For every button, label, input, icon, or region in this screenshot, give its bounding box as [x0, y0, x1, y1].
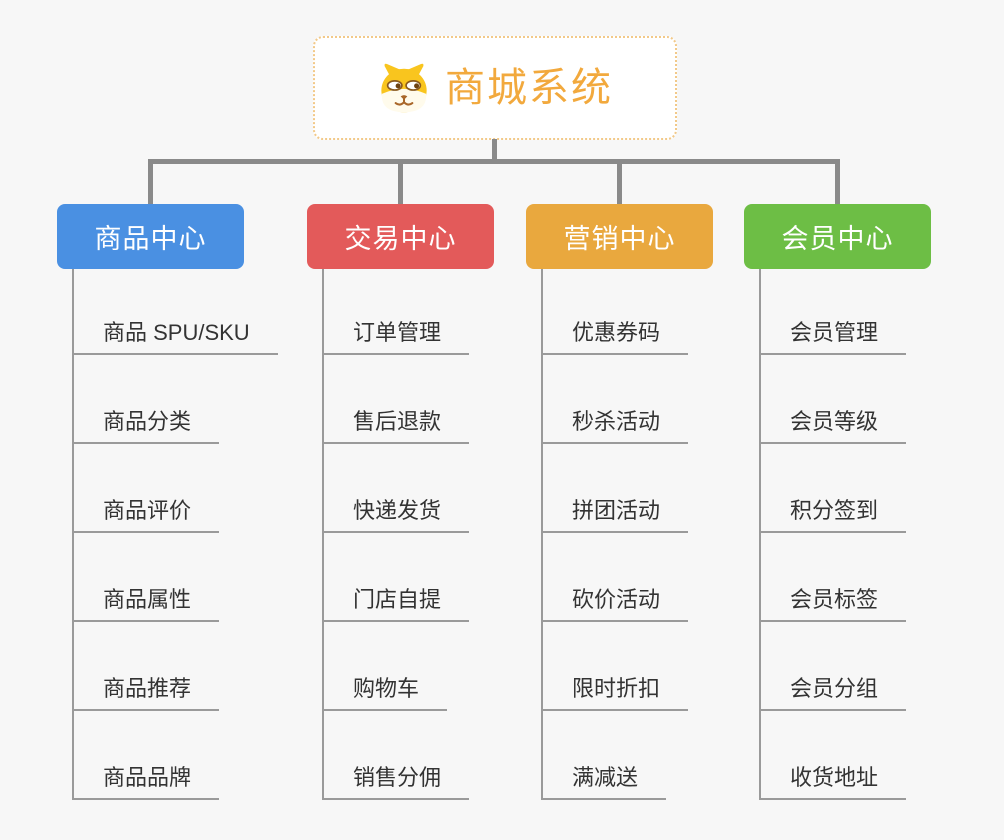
branch-node-trade[interactable]: 交易中心 — [307, 204, 494, 269]
dog-face-icon — [381, 63, 427, 113]
connector-drop-marketing — [617, 159, 622, 206]
node-item: 销售分佣 — [323, 711, 470, 800]
connector-drop-member — [835, 159, 840, 206]
node-item: 商品属性 — [73, 533, 278, 622]
node-item-label[interactable]: 商品推荐 — [73, 676, 220, 711]
node-item: 积分签到 — [760, 444, 907, 533]
node-item: 会员管理 — [760, 269, 907, 355]
connector-drop-product — [148, 159, 153, 206]
branch-node-marketing[interactable]: 营销中心 — [526, 204, 713, 269]
connector-root-stem — [492, 139, 497, 164]
node-item: 快递发货 — [323, 444, 470, 533]
node-item-label[interactable]: 砍价活动 — [542, 587, 689, 622]
node-item: 商品评价 — [73, 444, 278, 533]
node-item: 会员标签 — [760, 533, 907, 622]
node-item-label[interactable]: 商品分类 — [73, 409, 220, 444]
node-item-label[interactable]: 商品评价 — [73, 498, 220, 533]
node-item: 会员分组 — [760, 622, 907, 711]
branch-column-product: 商品中心 商品 SPU/SKU 商品分类 商品评价 商品属性 商品推荐 商品品牌 — [57, 204, 307, 800]
node-item-label[interactable]: 商品属性 — [73, 587, 220, 622]
node-item-label[interactable]: 购物车 — [323, 676, 448, 711]
node-item: 商品 SPU/SKU — [73, 269, 278, 355]
node-item-label[interactable]: 会员分组 — [760, 676, 907, 711]
node-item-label[interactable]: 收货地址 — [760, 765, 907, 800]
node-item: 会员等级 — [760, 355, 907, 444]
node-item: 满减送 — [542, 711, 688, 800]
node-item-label[interactable]: 会员管理 — [760, 320, 907, 355]
branch-column-trade: 交易中心 订单管理 售后退款 快递发货 门店自提 购物车 销售分佣 — [307, 204, 557, 800]
node-item: 售后退款 — [323, 355, 470, 444]
node-item: 商品推荐 — [73, 622, 278, 711]
node-item-label[interactable]: 会员标签 — [760, 587, 907, 622]
branch-column-member: 会员中心 会员管理 会员等级 积分签到 会员标签 会员分组 收货地址 — [744, 204, 994, 800]
connector-drop-trade — [398, 159, 403, 206]
node-item-label[interactable]: 满减送 — [542, 765, 667, 800]
node-item-label[interactable]: 门店自提 — [323, 587, 470, 622]
connector-bus — [148, 159, 840, 164]
node-item: 商品分类 — [73, 355, 278, 444]
root-title: 商城系统 — [445, 66, 613, 110]
node-item: 订单管理 — [323, 269, 470, 355]
node-item: 拼团活动 — [542, 444, 689, 533]
node-item: 砍价活动 — [542, 533, 689, 622]
node-item-label[interactable]: 拼团活动 — [542, 498, 689, 533]
branch-node-member[interactable]: 会员中心 — [744, 204, 931, 269]
connector-spine — [72, 269, 74, 800]
node-item: 商品品牌 — [73, 711, 278, 800]
node-item-label[interactable]: 商品 SPU/SKU — [73, 320, 278, 355]
node-item-label[interactable]: 秒杀活动 — [542, 409, 689, 444]
node-item: 门店自提 — [323, 533, 470, 622]
node-item-label[interactable]: 商品品牌 — [73, 765, 220, 800]
branch-column-marketing: 营销中心 优惠券码 秒杀活动 拼团活动 砍价活动 限时折扣 满减送 — [526, 204, 776, 800]
node-item-label[interactable]: 优惠券码 — [542, 320, 689, 355]
node-item-label[interactable]: 售后退款 — [323, 409, 470, 444]
node-item-label[interactable]: 积分签到 — [760, 498, 907, 533]
node-item-label[interactable]: 会员等级 — [760, 409, 907, 444]
root-node[interactable]: 商城系统 — [313, 36, 677, 140]
branch-node-product[interactable]: 商品中心 — [57, 204, 244, 269]
node-item: 限时折扣 — [542, 622, 689, 711]
node-item: 收货地址 — [760, 711, 907, 800]
node-item: 购物车 — [323, 622, 469, 711]
connector-spine — [541, 269, 543, 800]
node-item-label[interactable]: 限时折扣 — [542, 676, 689, 711]
connector-spine — [322, 269, 324, 800]
node-item: 优惠券码 — [542, 269, 689, 355]
node-item-label[interactable]: 销售分佣 — [323, 765, 470, 800]
node-item-label[interactable]: 快递发货 — [323, 498, 470, 533]
node-item: 秒杀活动 — [542, 355, 689, 444]
connector-spine — [759, 269, 761, 800]
node-item-label[interactable]: 订单管理 — [323, 320, 470, 355]
